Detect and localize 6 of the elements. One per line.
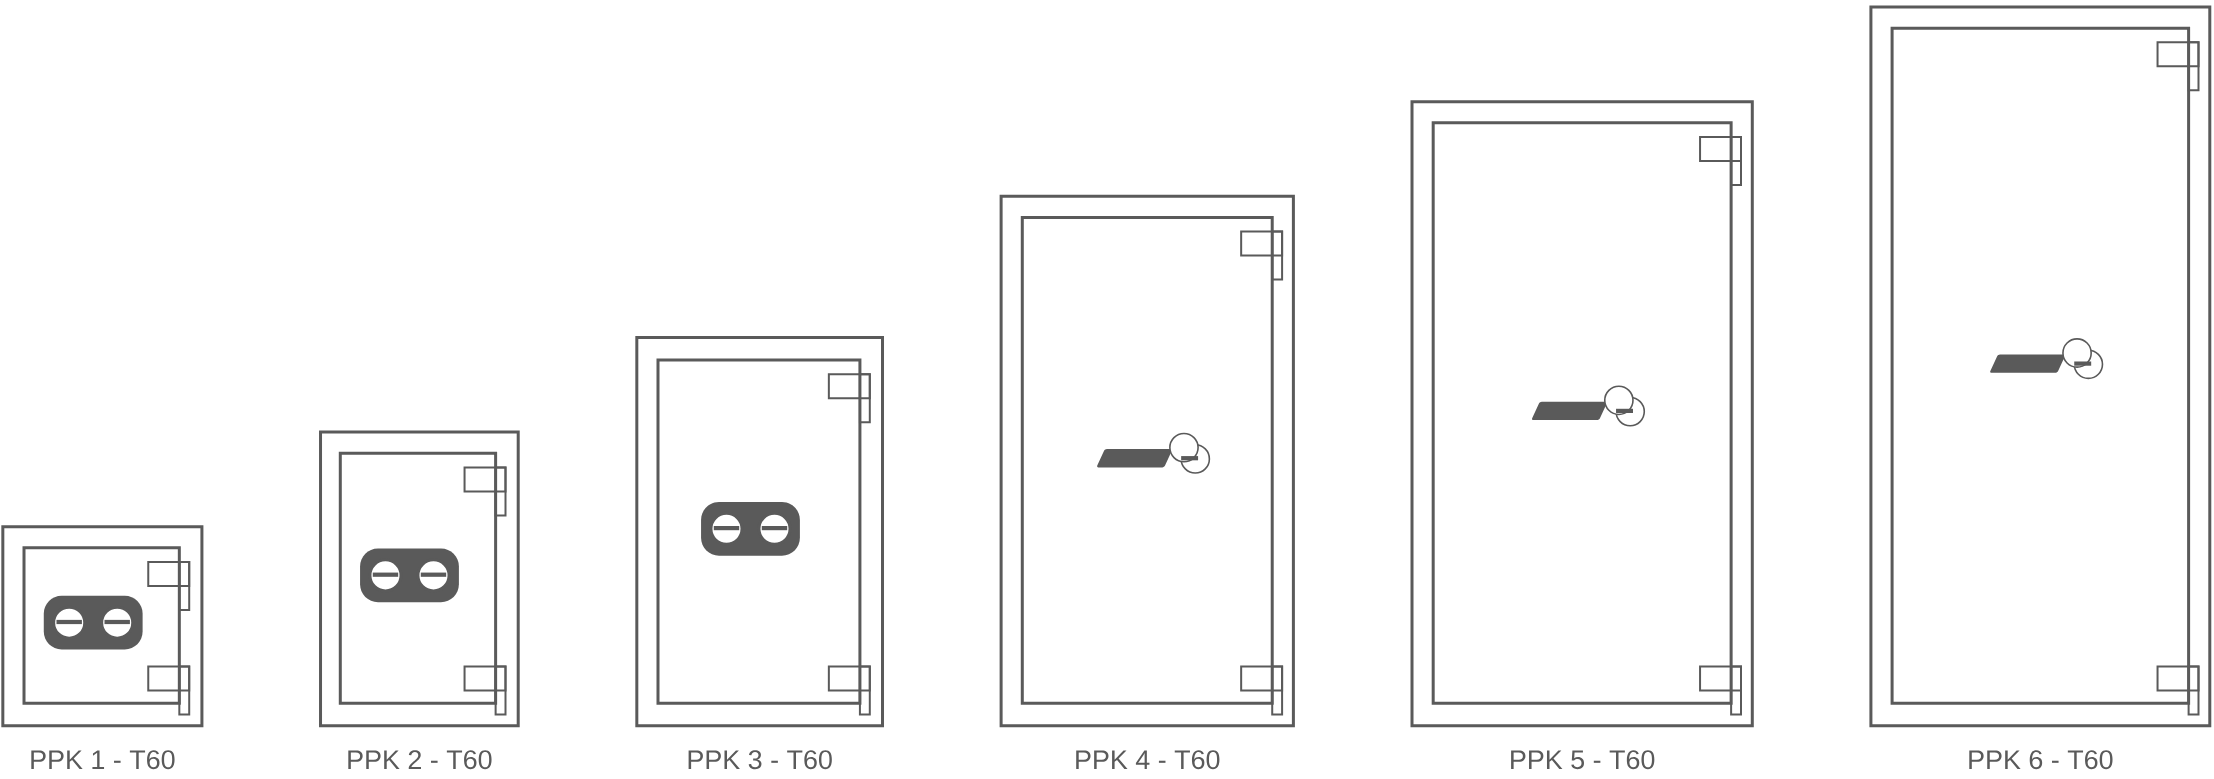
- model-label: PPK 2 - T60: [348, 749, 492, 769]
- model-label: PPK 5 - T60: [1511, 749, 1655, 769]
- model-label: PPK 3 - T60: [688, 749, 832, 769]
- model-label: PPK 4 - T60: [1076, 749, 1220, 769]
- model-label: PPK 6 - T60: [1969, 749, 2113, 769]
- model-label: PPK 1 - T60: [31, 749, 175, 769]
